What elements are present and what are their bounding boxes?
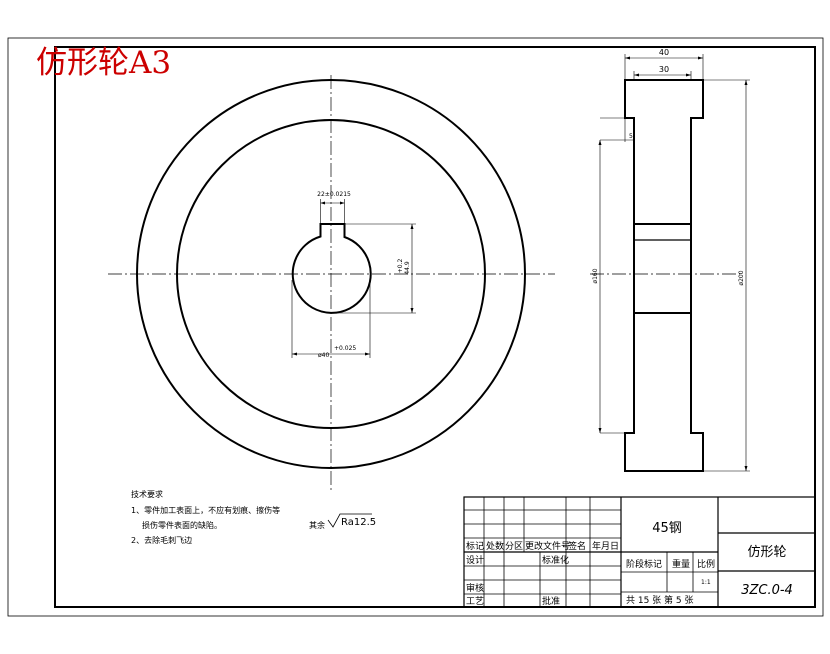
title-block: 45钢 仿形轮 3ZC.0-4 标记 处数 分区 更改文件号 签名 年月日 设计… (463, 496, 816, 608)
key-width-dimension: 22±0.0215 (317, 191, 351, 198)
process-label: 工艺 (466, 596, 484, 607)
material: 45钢 (652, 521, 682, 536)
key-depth-tolerance: +0.2 (397, 259, 404, 274)
sheet-count: 共 15 张 第 5 张 (626, 594, 693, 606)
red-title: 仿形轮A3 (36, 45, 171, 81)
notes-line-3: 2、去除毛刺飞边 (131, 535, 192, 545)
key-depth-dimension: 44.9 (404, 261, 411, 275)
side-section-view: 40 30 5 ø160 ø200 (590, 48, 750, 472)
outer-diameter-dimension: ø200 (738, 270, 745, 285)
outer-rim-circle (136, 79, 526, 469)
col-doc: 更改文件号 (525, 540, 570, 552)
check-label: 审核 (466, 582, 484, 594)
bore-dimension: ø40 (318, 352, 329, 359)
col-sign: 签名 (568, 540, 586, 552)
bore-with-keyway (291, 223, 372, 314)
inner-diameter-dimension: ø160 (592, 268, 599, 283)
col-count: 处数 (486, 540, 504, 552)
inner-rim-circle (176, 119, 486, 429)
surface-value: Ra12.5 (341, 517, 376, 528)
upper-section (624, 79, 704, 225)
design-label: 设计 (466, 554, 484, 566)
notes-line-1: 1、零件加工表面上，不应有划痕、擦伤等 (131, 505, 280, 515)
approve-label: 批准 (542, 595, 560, 607)
lower-section (624, 312, 704, 472)
notes-line-2: 损伤零件表面的缺陷。 (142, 520, 222, 530)
part-name: 仿形轮 (747, 545, 786, 560)
bore-tolerance: +0.025 (334, 345, 356, 352)
inner-frame (54, 46, 816, 608)
total-width-dimension: 40 (659, 48, 669, 57)
bore-section (633, 223, 692, 314)
surface-prefix: 其余 (309, 520, 325, 530)
scale-label: 比例 (697, 558, 715, 570)
stage-label: 阶段标记 (626, 558, 662, 570)
drawing-number: 3ZC.0-4 (741, 583, 793, 598)
surface-roughness: 其余 Ra12.5 (309, 513, 376, 530)
col-zone: 分区 (505, 541, 523, 552)
technical-notes: 技术要求 1、零件加工表面上，不应有划痕、擦伤等 损伤零件表面的缺陷。 2、去除… (131, 489, 280, 545)
standard-label: 标准化 (542, 554, 569, 566)
notes-heading: 技术要求 (131, 489, 163, 499)
front-view: 22±0.0215 44.9 +0.2 ø40 +0.025 (108, 75, 555, 493)
weight-label: 重量 (672, 558, 690, 570)
offset-dimension: 5 (629, 133, 633, 140)
outer-frame (7, 37, 824, 617)
col-date: 年月日 (592, 540, 619, 552)
scale-value: 1:1 (701, 579, 711, 586)
hub-width-dimension: 30 (659, 65, 669, 74)
col-mark: 标记 (466, 540, 484, 552)
